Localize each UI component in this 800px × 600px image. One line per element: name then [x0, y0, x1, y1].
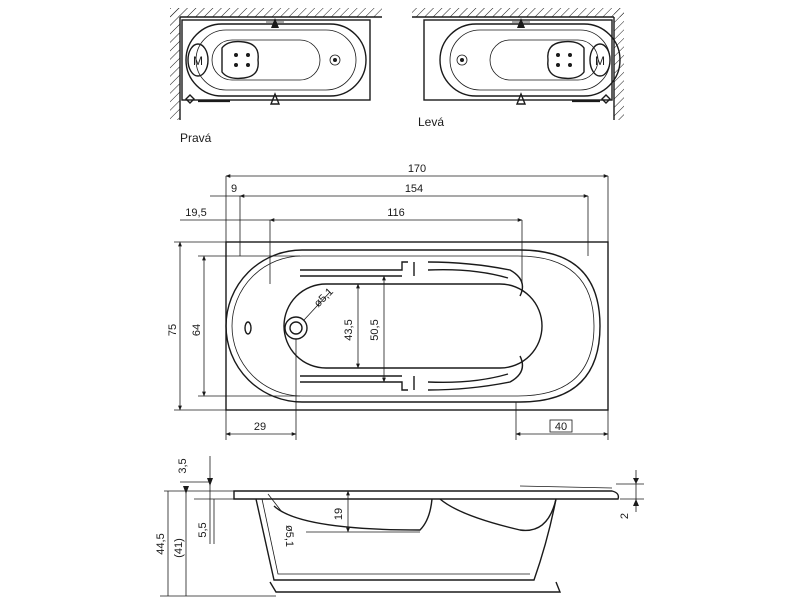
dim-overall-length: 170 — [408, 163, 426, 175]
dim-basin-width-a: 43,5 — [343, 319, 355, 340]
label-leva: Levá — [418, 115, 444, 129]
dim-rim-top: 3,5 — [177, 458, 189, 473]
motor-letter-right: M — [193, 54, 203, 68]
top-view-right: M Pravá — [170, 8, 382, 145]
dim-basin-length: 116 — [387, 207, 405, 219]
label-prava: Pravá — [180, 131, 212, 145]
dim-rim-inner: 5,5 — [197, 522, 209, 537]
dim-drain-dia: ø5,1 — [312, 286, 336, 310]
side-view: 3,5 5,5 44,5 (41) 19 ø5,1 2 — [155, 456, 644, 597]
dim-depth: 19 — [333, 508, 345, 520]
dim-inner-width: 64 — [191, 324, 203, 336]
dim-basin-width-b: 50,5 — [369, 319, 381, 340]
dim-offset-edge: 19,5 — [185, 207, 206, 219]
top-view-left: M Levá — [412, 8, 624, 129]
dim-height-bracket: (41) — [173, 538, 185, 558]
dim-overall-width: 75 — [167, 324, 179, 336]
plan-view: 170 154 116 9 19,5 75 64 43,5 50,5 ø5,1 … — [167, 163, 609, 440]
dim-offset-small: 9 — [231, 183, 237, 195]
dim-right-rim: 40 — [555, 421, 567, 433]
motor-letter-left: M — [595, 54, 605, 68]
dim-drain-pos: 29 — [254, 421, 266, 433]
dim-rim-right: 2 — [619, 513, 631, 519]
dim-inner-length: 154 — [405, 183, 423, 195]
dim-side-drain: ø5,1 — [283, 525, 295, 547]
dim-total-height: 44,5 — [155, 533, 167, 554]
